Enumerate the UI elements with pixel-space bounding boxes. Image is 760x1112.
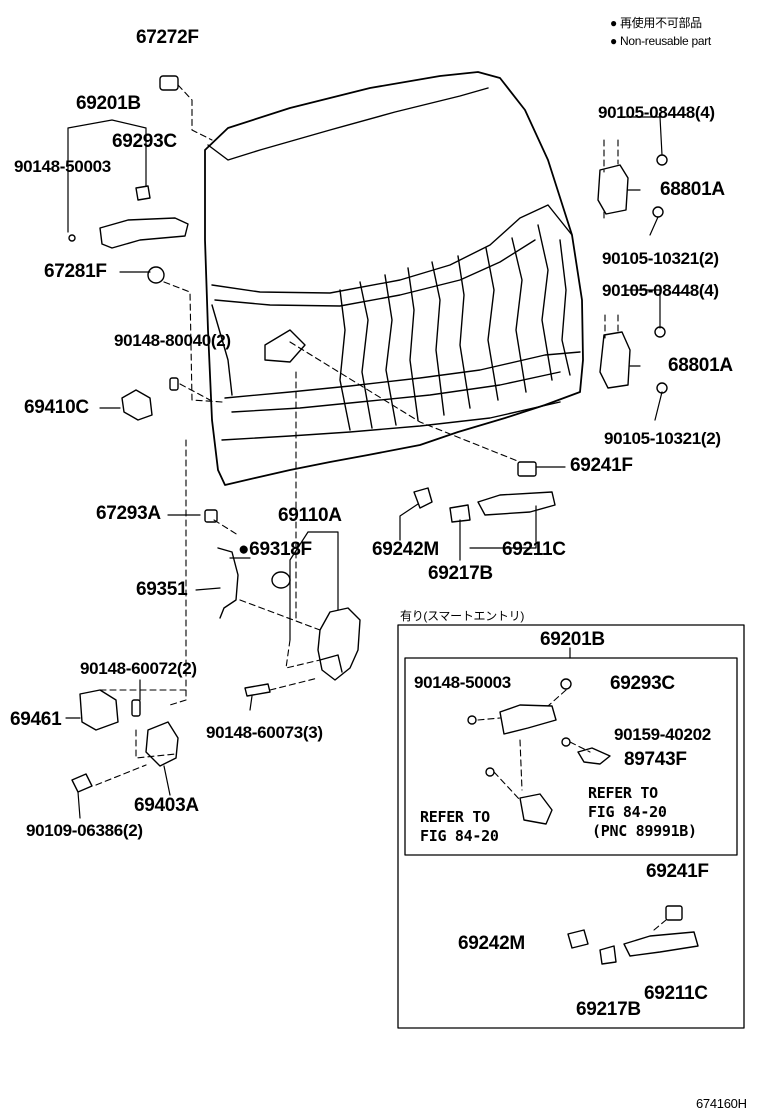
part-label-90148-50003[interactable]: 90148-50003 <box>14 157 111 176</box>
back-door-panel <box>204 71 584 486</box>
leader-lines <box>65 116 663 819</box>
part-label-90148-60072[interactable]: 90148-60072(2) <box>80 659 197 678</box>
box-label-69217B[interactable]: 69217B <box>576 999 641 1020</box>
refer-left-line1: REFER TO <box>420 808 490 826</box>
figure-code: 674160H <box>696 1096 747 1111</box>
smart-entry-box <box>397 624 745 1029</box>
part-label-90109-06386[interactable]: 90109-06386(2) <box>26 821 143 840</box>
part-label-67272F[interactable]: 67272F <box>136 27 199 48</box>
legend-reuse-jp: ● 再使用不可部品 <box>610 16 702 30</box>
part-label-69241F[interactable]: 69241F <box>570 455 633 476</box>
part-label-69293C[interactable]: 69293C <box>112 131 177 152</box>
box-label-89743F[interactable]: 89743F <box>624 749 687 770</box>
refer-right-line2[interactable]: FIG 84-20 <box>588 803 667 821</box>
part-shapes <box>68 75 699 965</box>
part-label-90148-80040[interactable]: 90148-80040(2) <box>114 331 231 350</box>
part-label-90105-08448-upper[interactable]: 90105-08448(4) <box>598 103 715 122</box>
part-label-69318F[interactable]: ●69318F <box>238 539 312 560</box>
dashed-lines <box>95 84 667 931</box>
part-label-67293A[interactable]: 67293A <box>96 503 161 524</box>
part-label-69201B[interactable]: 69201B <box>76 93 141 114</box>
option-box-title: 有り(スマートエントリ) <box>400 609 525 623</box>
part-label-69403A[interactable]: 69403A <box>134 795 199 816</box>
part-label-69242M[interactable]: 69242M <box>372 539 439 560</box>
box-label-69211C[interactable]: 69211C <box>644 983 708 1004</box>
option-box-assembly-label[interactable]: 69201B <box>540 629 605 650</box>
part-label-69217B[interactable]: 69217B <box>428 563 493 584</box>
part-label-69461[interactable]: 69461 <box>10 709 62 730</box>
part-label-69211C[interactable]: 69211C <box>502 539 566 560</box>
refer-right-line1: REFER TO <box>588 784 658 802</box>
refer-right-line3: (PNC 89991B) <box>592 822 697 840</box>
box-label-69293C[interactable]: 69293C <box>610 673 675 694</box>
box-label-69242M[interactable]: 69242M <box>458 933 525 954</box>
part-label-90105-10321-lower[interactable]: 90105-10321(2) <box>604 429 721 448</box>
box-label-90159-40202[interactable]: 90159-40202 <box>614 725 711 744</box>
box-label-69241F[interactable]: 69241F <box>646 861 709 882</box>
part-label-90148-60073[interactable]: 90148-60073(3) <box>206 723 323 742</box>
part-label-67281F[interactable]: 67281F <box>44 261 107 282</box>
part-label-90105-10321-upper[interactable]: 90105-10321(2) <box>602 249 719 268</box>
part-label-69351[interactable]: 69351 <box>136 579 188 600</box>
refer-left-line2[interactable]: FIG 84-20 <box>420 827 499 845</box>
box-label-90148-50003[interactable]: 90148-50003 <box>414 673 511 692</box>
part-label-69110A[interactable]: 69110A <box>278 505 342 526</box>
smart-entry-inner-box <box>404 657 738 856</box>
part-label-90105-08448-lower[interactable]: 90105-08448(4) <box>602 281 719 300</box>
part-label-68801A-lower[interactable]: 68801A <box>668 355 733 376</box>
part-label-69410C[interactable]: 69410C <box>24 397 89 418</box>
legend-reuse-en: ● Non-reusable part <box>610 34 711 48</box>
part-label-68801A-upper[interactable]: 68801A <box>660 179 725 200</box>
